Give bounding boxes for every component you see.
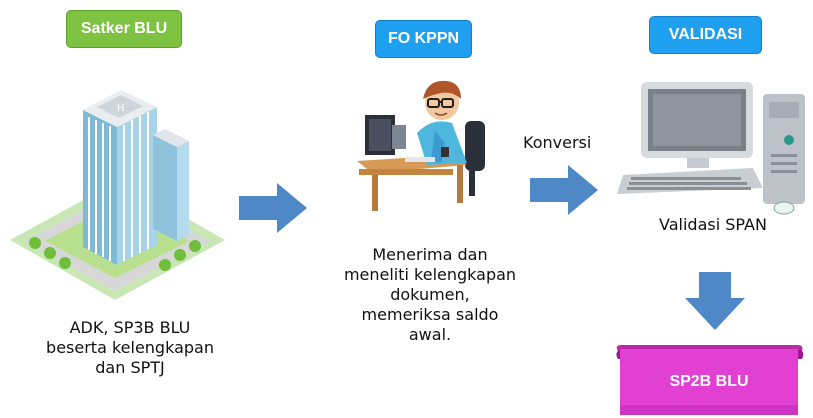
scroll-banner-icon	[616, 345, 804, 415]
satker-caption-line-1: ADK, SP3B BLU	[69, 318, 191, 337]
fo-kppn-caption: Menerima dan meneliti kelengkapan dokume…	[330, 245, 530, 345]
fo-kppn-caption-line-5: awal.	[408, 325, 452, 344]
satker-caption-line-3: dan SPTJ	[95, 358, 165, 377]
fo-kppn-caption-line-2: meneliti kelengkapan	[343, 265, 517, 284]
validasi-span-caption: Validasi SPAN	[659, 215, 767, 234]
flow-arrow-right-2	[530, 165, 598, 215]
flow-arrow-right-1	[239, 183, 307, 233]
flow-arrow-down	[685, 272, 745, 330]
konversi-label: Konversi	[523, 133, 592, 152]
office-building-icon: H	[10, 90, 225, 300]
fo-kppn-caption-line-4: memeriksa saldo	[361, 305, 499, 324]
fo-kppn-caption-line-1: Menerima dan	[372, 245, 488, 264]
office-worker-icon	[357, 80, 485, 211]
validasi-badge: VALIDASI	[649, 16, 762, 54]
desktop-computer-icon	[617, 82, 805, 215]
satker-blu-badge: Satker BLU	[66, 10, 182, 48]
sp2b-blu-label: SP2B BLU	[669, 373, 749, 390]
fo-kppn-caption-line-3: dokumen,	[390, 285, 470, 304]
satker-caption: ADK, SP3B BLU beserta kelengkapan dan SP…	[30, 318, 230, 378]
svg-text:H: H	[117, 103, 124, 114]
satker-caption-line-2: beserta kelengkapan	[46, 338, 214, 357]
fo-kppn-badge: FO KPPN	[375, 20, 472, 58]
